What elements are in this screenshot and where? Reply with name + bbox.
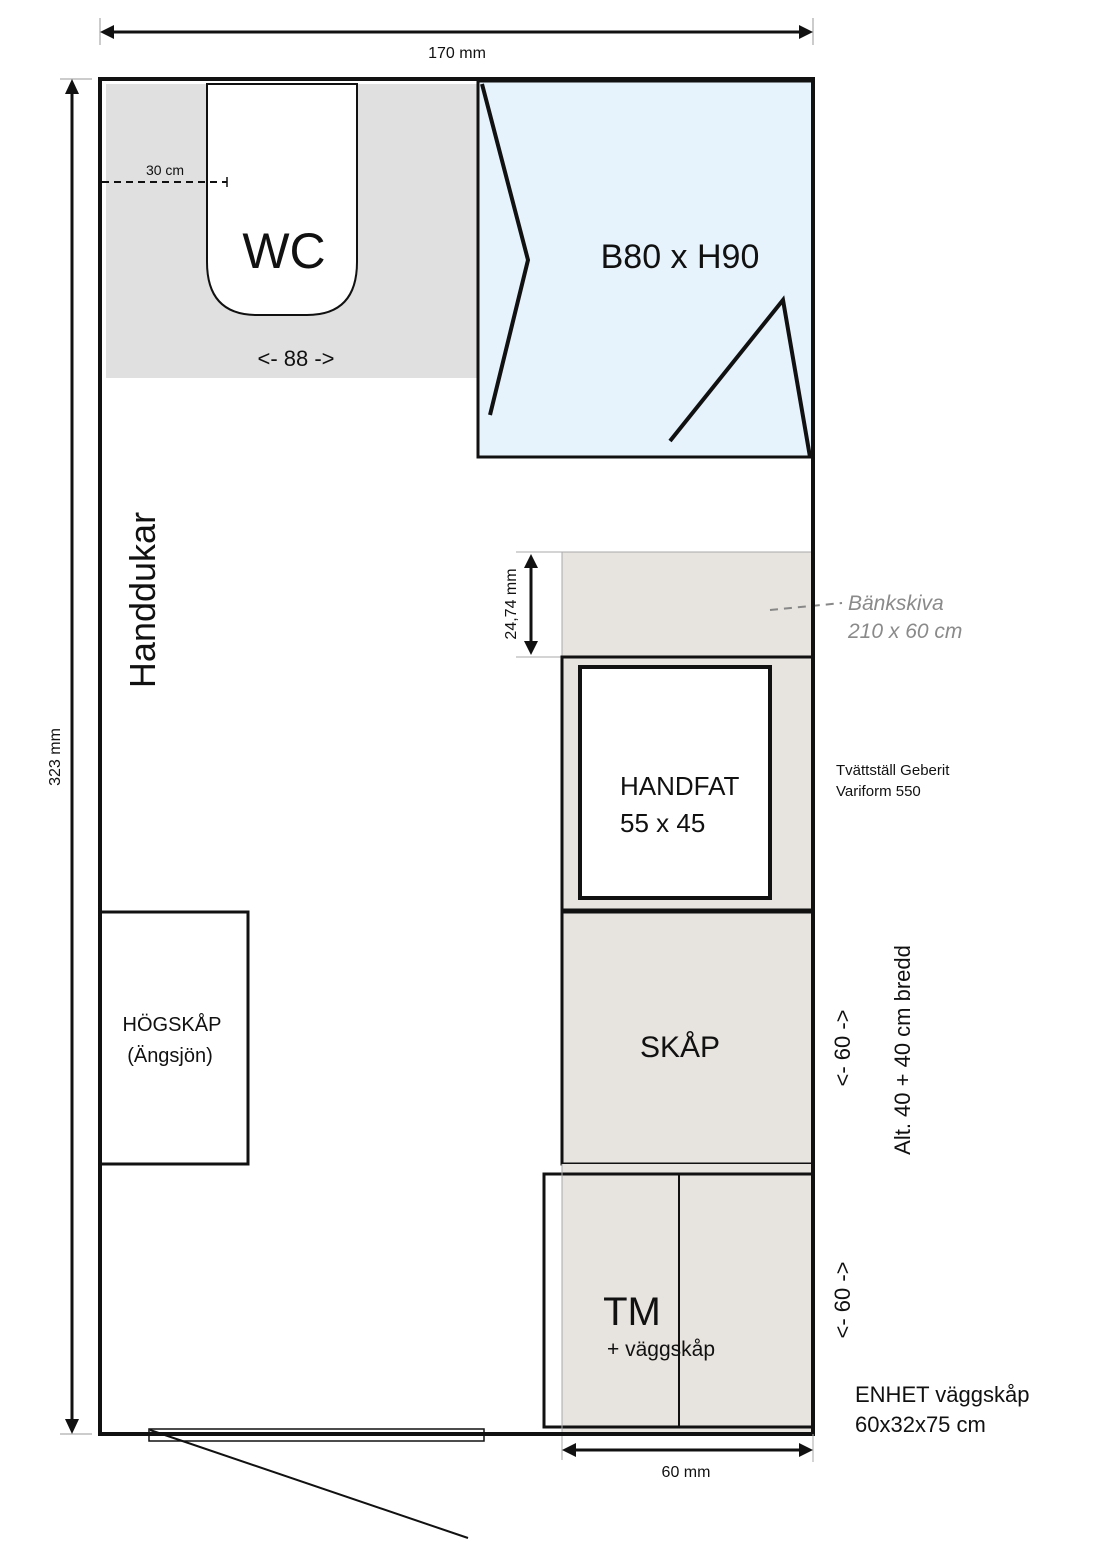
wall-unit-line2: 60x32x75 cm [855, 1412, 986, 1437]
counter-name-label: Bänkskiva [848, 592, 944, 615]
door-swing [149, 1429, 469, 1539]
wc-toilet [206, 83, 358, 316]
shower-door-right [668, 295, 812, 458]
top-dimension-label: 170 mm [428, 45, 486, 62]
cabinet-label: SKÅP [640, 1031, 720, 1064]
tm-label: TM [603, 1290, 661, 1334]
sink-size-label: 55 x 45 [620, 808, 705, 838]
top-dimension [99, 18, 814, 45]
tm-extra-label: + väggskåp [607, 1338, 715, 1361]
cabinet [560, 910, 815, 1166]
counter-depth-dimension [524, 554, 538, 655]
door [148, 1428, 485, 1442]
wc-label: WC [242, 223, 325, 279]
towels-label: Handdukar [122, 512, 163, 688]
tall-cabinet [98, 910, 250, 1166]
counter-depth-label: 24,74 mm [503, 568, 520, 639]
counter-size-label: 210 x 60 cm [847, 620, 962, 643]
cabinet-alt-label: Alt. 40 + 40 cm bredd [890, 945, 915, 1155]
sink-name-label: HANDFAT [620, 771, 740, 801]
room-walls [98, 77, 815, 1436]
tm-area [562, 1164, 813, 1434]
tall-cabinet-line1: HÖGSKÅP [123, 1013, 222, 1036]
sink-model-line1: Tvättställ Geberit [836, 762, 950, 779]
sink-model-line2: Variform 550 [836, 783, 921, 800]
wc-distance-label: 30 cm [146, 162, 184, 178]
tm-width-label: <- 60 -> [830, 1261, 855, 1338]
cabinet-width-label: <- 60 -> [830, 1009, 855, 1086]
counter-top [562, 552, 812, 657]
bottom-dimension [562, 1434, 814, 1462]
shower-door-left [480, 83, 531, 416]
left-dimension-label: 323 mm [47, 728, 64, 786]
counter-leader-line [769, 602, 843, 611]
bottom-dimension-label: 60 mm [662, 1464, 711, 1481]
shower-label: B80 x H90 [601, 238, 760, 276]
sink [578, 665, 772, 900]
left-dimension [60, 78, 92, 1435]
wall-unit-line1: ENHET väggskåp [855, 1382, 1029, 1407]
wc-width-label: <- 88 -> [257, 346, 334, 371]
tall-cabinet-line2: (Ängsjön) [127, 1045, 213, 1067]
